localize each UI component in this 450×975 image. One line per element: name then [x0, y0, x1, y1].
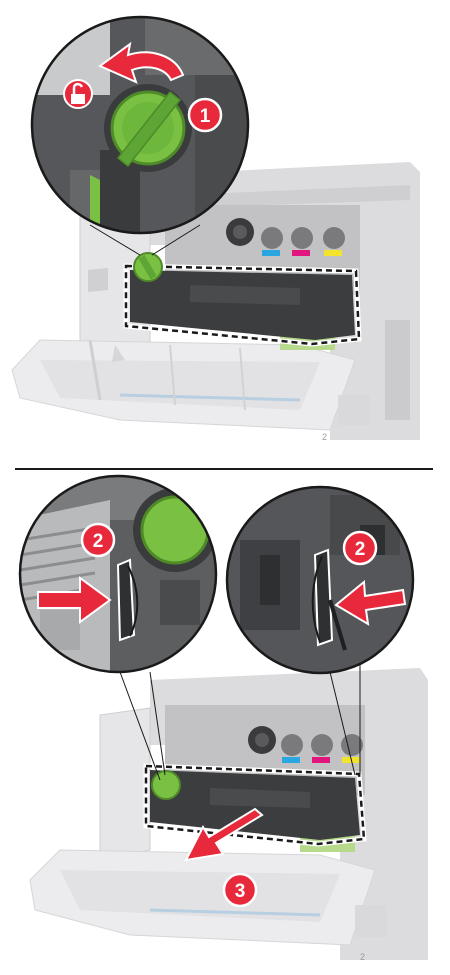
toner-yellow-top: [323, 227, 345, 256]
push-arrow-icon: [334, 579, 407, 626]
svg-text:2: 2: [355, 539, 366, 560]
release-knob-top: [104, 84, 192, 172]
release-knob-small-bottom: [151, 770, 181, 800]
toner-black-bottom: [248, 726, 276, 754]
toner-cyan-bottom: [281, 734, 303, 763]
page-number-bottom: 2: [360, 952, 365, 962]
bottom-panel: 2: [18, 474, 428, 962]
toner-magenta-bottom: [311, 734, 333, 763]
waste-toner-bottle-top: [123, 252, 362, 347]
toner-cyan-top: [261, 227, 283, 256]
top-panel: 2: [11, 15, 420, 442]
rotate-arrow-icon: [98, 41, 185, 84]
step-badge-2-left: 2: [80, 522, 116, 558]
step-badge-2-right: 2: [342, 530, 378, 566]
page-number-top: 2: [322, 432, 327, 442]
push-arrow-icon: [37, 576, 112, 624]
svg-text:1: 1: [200, 106, 211, 127]
svg-text:2: 2: [93, 531, 104, 552]
svg-text:3: 3: [235, 881, 246, 902]
waste-toner-bottle-bottom: [143, 763, 367, 847]
step-badge-3: 3: [222, 872, 258, 908]
step-badge-1: 1: [187, 97, 223, 133]
unlock-icon: [63, 79, 93, 109]
pull-out-arrow-icon: [184, 807, 264, 862]
printer-body-top: 2: [11, 162, 420, 442]
toner-magenta-top: [291, 227, 313, 256]
zoom-callout-bottom-right: [225, 485, 415, 675]
toner-black-top: [226, 218, 254, 246]
zoom-callout-bottom-left: [18, 474, 218, 674]
